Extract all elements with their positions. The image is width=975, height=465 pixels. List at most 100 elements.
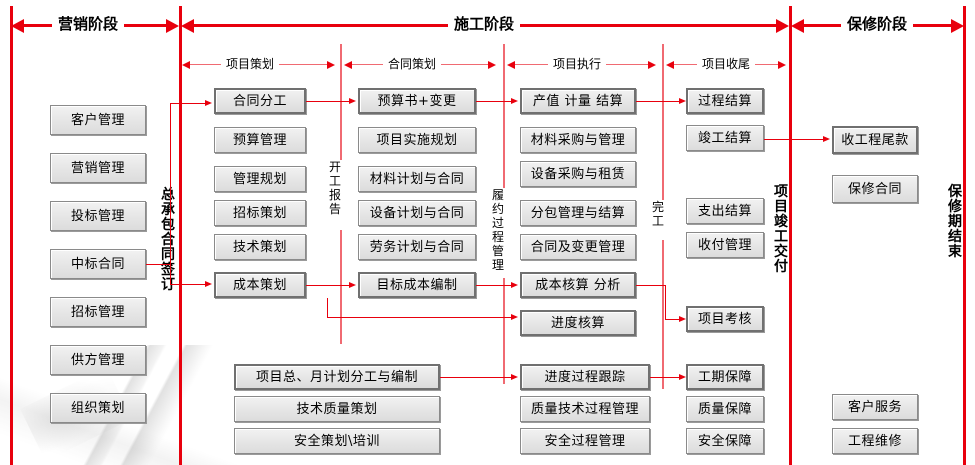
box-duration-assurance[interactable]: 工期保障 [686, 364, 764, 390]
box-output-measurement-settlement[interactable]: 产值 计量 结算 [520, 88, 636, 114]
connector-to-project-appraisal [665, 319, 680, 320]
arrow-target-cost-to-cost-accounting [511, 281, 518, 288]
box-quality-assurance[interactable]: 质量保障 [686, 396, 764, 422]
box-project-appraisal[interactable]: 项目考核 [686, 306, 764, 332]
milestone-label-completion: 完 工 [650, 200, 666, 240]
box-marketing-management[interactable]: 营销管理 [50, 153, 146, 183]
box-expenditure-settlement[interactable]: 支出结算 [686, 198, 764, 224]
arrow-progress-tracking-to-duration-assurance [679, 373, 686, 380]
connector-output-value-to-process-settlement [636, 101, 680, 102]
box-cost-planning[interactable]: 成本策划 [214, 272, 306, 298]
subphase-arrow-contract-left [344, 60, 352, 69]
box-contract-division[interactable]: 合同分工 [214, 88, 306, 114]
connector-target-cost-to-cost-accounting [476, 285, 512, 286]
subphase-arrow-execution-left [507, 60, 515, 69]
connector-completion-settlement-to-final-payment [764, 139, 824, 140]
box-material-procurement-mgmt[interactable]: 材料采购与管理 [520, 127, 636, 153]
subphase-arrow-closing-left [666, 60, 674, 69]
arrow-contract-division-to-budget-doc [349, 97, 356, 104]
box-process-settlement[interactable]: 过程结算 [686, 88, 764, 114]
box-equipment-plan-contract[interactable]: 设备计划与合同 [358, 200, 476, 226]
box-customer-management[interactable]: 客户管理 [50, 105, 146, 135]
milestone-label-general-contract-signed: 总 承 包 合 同 签 订 [160, 188, 176, 343]
connector-winning-contract-out [146, 264, 171, 265]
box-technical-planning[interactable]: 技术策划 [214, 234, 306, 260]
subphase-label-execution: 项目执行 [548, 58, 607, 70]
phase-arrow-marketing-right [166, 19, 179, 33]
box-completion-settlement[interactable]: 竣工结算 [686, 125, 764, 151]
connector-marketing-bus [170, 103, 171, 285]
phase-arrow-warranty-left [791, 19, 804, 33]
box-customer-service[interactable]: 客户服务 [832, 394, 918, 420]
box-winning-contract[interactable]: 中标合同 [50, 249, 146, 279]
arrow-cost-planning-to-target-cost [349, 281, 356, 288]
box-safety-process-management[interactable]: 安全过程管理 [520, 428, 650, 454]
box-target-cost-preparation[interactable]: 目标成本编制 [358, 272, 476, 298]
subphase-arrow-planning-left [182, 60, 190, 69]
milestone-label-performance-process-mgmt: 履 约 过 程 管 理 [490, 188, 506, 278]
box-equipment-procurement-lease[interactable]: 设备采购与租赁 [520, 161, 636, 187]
box-progress-accounting[interactable]: 进度核算 [520, 310, 636, 336]
subphase-arrow-closing-right [778, 60, 786, 69]
connector-cost-planning-to-progress-accounting [327, 317, 512, 318]
subphase-label-contract: 合同策划 [383, 58, 442, 70]
box-supplier-management[interactable]: 供方管理 [50, 345, 146, 375]
connector-plan-to-progress-tracking [440, 377, 512, 378]
arrow-to-project-appraisal [679, 315, 686, 322]
connector-contract-division-to-budget-doc [306, 101, 350, 102]
subphase-label-closing: 项目收尾 [697, 58, 756, 70]
box-project-monthly-plan-division[interactable]: 项目总、月计划分工与编制 [234, 364, 440, 390]
phase-divider-construction-warranty [789, 6, 792, 465]
phase-arrow-marketing-left [11, 19, 24, 33]
connector-cost-planning-down [327, 298, 328, 318]
connector-to-cost-planning [170, 284, 208, 285]
arrow-to-progress-accounting [511, 313, 518, 320]
box-management-planning[interactable]: 管理规划 [214, 166, 306, 192]
connector-cost-planning-to-target-cost [306, 285, 350, 286]
phase-label-construction: 施工阶段 [448, 17, 521, 32]
milestone-label-warranty-end: 保 修 期 结 束 [947, 185, 963, 315]
phase-divider-right-edge [963, 6, 966, 465]
subphase-arrow-contract-right [488, 60, 496, 69]
phase-label-marketing: 营销阶段 [52, 17, 125, 32]
arrow-to-cost-planning [205, 280, 212, 287]
milestone-label-project-handover: 项 目 竣 工 交 付 [773, 185, 789, 315]
box-budget-document-change[interactable]: 预算书+变更 [358, 88, 476, 114]
connector-cost-accounting-out [636, 285, 666, 286]
box-warranty-contract[interactable]: 保修合同 [832, 175, 918, 203]
box-labor-plan-contract[interactable]: 劳务计划与合同 [358, 234, 476, 260]
connector-to-contract-division [170, 103, 208, 104]
arrow-plan-to-progress-tracking [511, 373, 518, 380]
box-tender-management[interactable]: 招标管理 [50, 297, 146, 327]
box-cost-accounting-analysis[interactable]: 成本核算 分析 [520, 272, 636, 298]
box-subcontract-mgmt-settlement[interactable]: 分包管理与结算 [520, 200, 636, 226]
box-contract-change-management[interactable]: 合同及变更管理 [520, 234, 636, 260]
box-safety-assurance[interactable]: 安全保障 [686, 428, 764, 454]
arrow-completion-settlement-to-final-payment [823, 135, 830, 142]
milestone-label-start-report: 开 工 报 告 [327, 160, 343, 230]
phase-arrow-construction-left [181, 19, 194, 33]
box-receipt-payment-mgmt[interactable]: 收付管理 [686, 232, 764, 258]
box-quality-technical-process-mgmt[interactable]: 质量技术过程管理 [520, 396, 650, 422]
box-project-implementation-plan[interactable]: 项目实施规划 [358, 127, 476, 153]
box-organization-planning[interactable]: 组织策划 [50, 393, 146, 423]
connector-cost-accounting-down [665, 285, 666, 320]
phase-divider-marketing-construction [179, 6, 182, 465]
phase-label-warranty: 保修阶段 [841, 17, 914, 32]
box-technical-quality-planning[interactable]: 技术质量策划 [234, 396, 440, 422]
box-engineering-repair[interactable]: 工程维修 [832, 428, 918, 454]
box-safety-planning-training[interactable]: 安全策划\培训 [234, 428, 440, 454]
box-receive-final-payment[interactable]: 收工程尾款 [832, 126, 918, 154]
phase-arrow-warranty-right [951, 19, 964, 33]
box-bidding-management[interactable]: 投标管理 [50, 201, 146, 231]
connector-budget-doc-to-output-value [476, 101, 512, 102]
box-material-plan-contract[interactable]: 材料计划与合同 [358, 166, 476, 192]
box-progress-process-tracking[interactable]: 进度过程跟踪 [520, 364, 650, 390]
arrow-budget-doc-to-output-value [511, 97, 518, 104]
connector-progress-tracking-to-duration-assurance [650, 377, 680, 378]
arrow-to-contract-division [205, 99, 212, 106]
box-tender-planning[interactable]: 招标策划 [214, 200, 306, 226]
box-budget-management[interactable]: 预算管理 [214, 127, 306, 153]
phase-divider-left-edge [10, 6, 13, 465]
